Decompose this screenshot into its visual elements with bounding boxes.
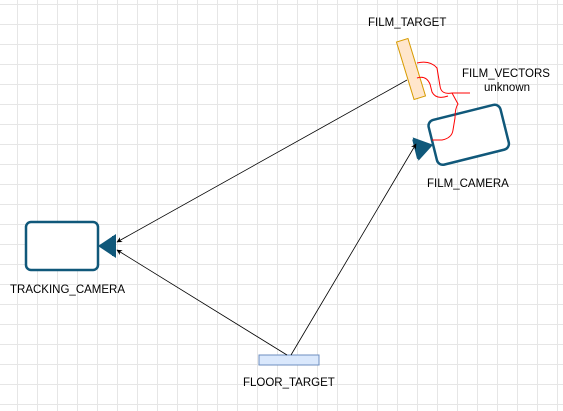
film-vectors-bracket bbox=[416, 61, 459, 141]
edge-film-target-to-tracking bbox=[116, 79, 408, 243]
edge-floor-to-tracking bbox=[116, 249, 288, 356]
film-vectors-label: FILM_VECTORS bbox=[462, 68, 550, 80]
film-camera-label: FILM_CAMERA bbox=[427, 178, 509, 190]
film-target-label: FILM_TARGET bbox=[368, 17, 447, 29]
film-target-shape[interactable] bbox=[395, 37, 427, 101]
film-camera-icon[interactable] bbox=[409, 103, 511, 171]
floor-target-shape[interactable] bbox=[258, 354, 320, 366]
tracking-camera-icon[interactable] bbox=[24, 220, 116, 272]
edge-floor-to-film-camera bbox=[290, 143, 417, 356]
floor-target-label: FLOOR_TARGET bbox=[243, 377, 335, 389]
film-vectors-sublabel: unknown bbox=[484, 82, 531, 94]
tracking-camera-label: TRACKING_CAMERA bbox=[10, 284, 126, 296]
